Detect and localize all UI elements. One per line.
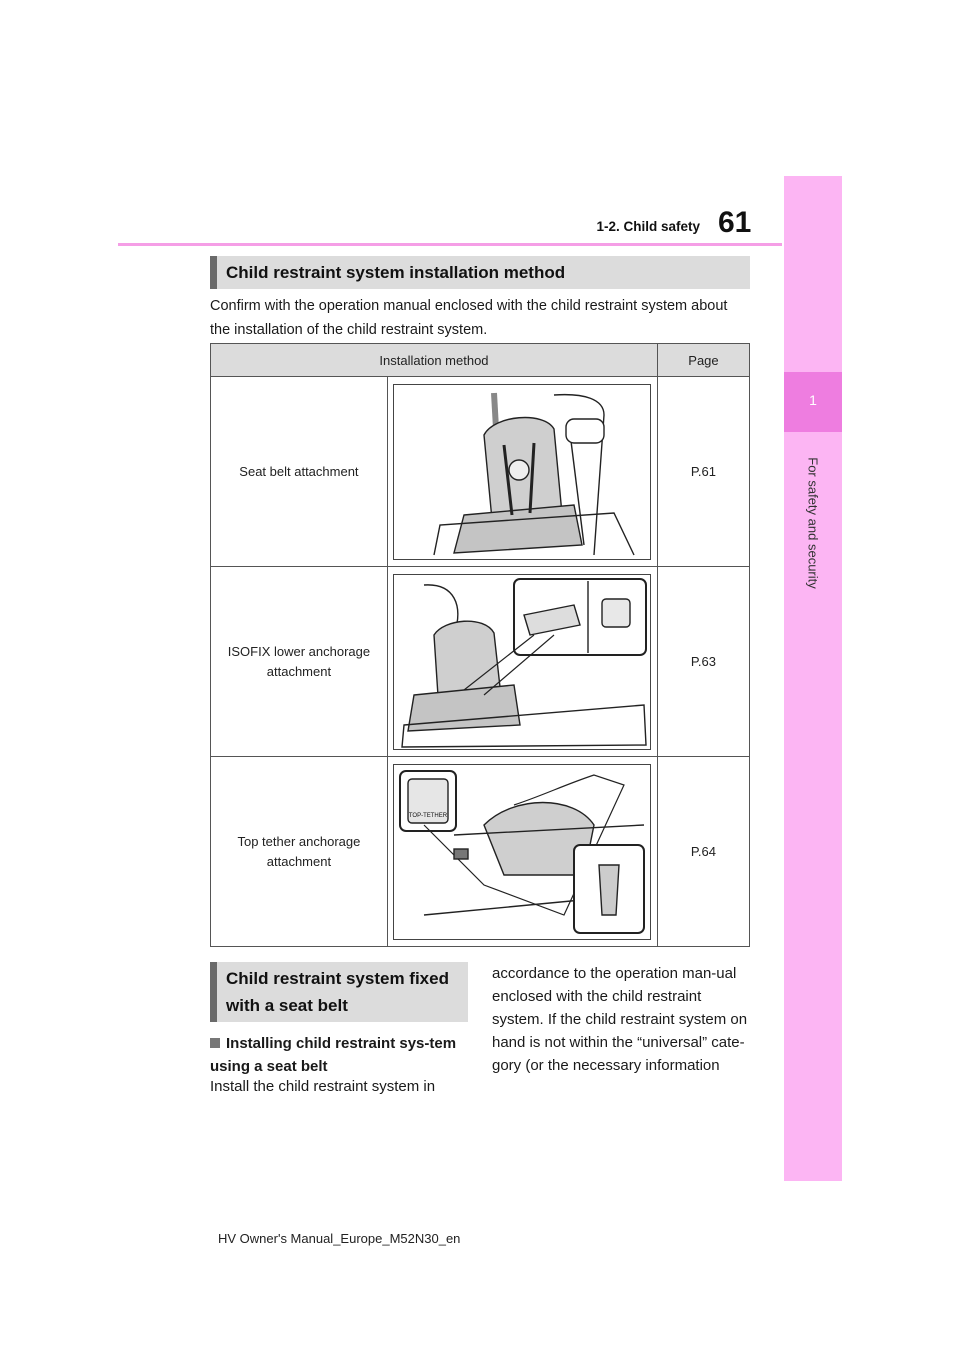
table-row: Top tether anchorage attachment — [210, 756, 751, 947]
table-row: ISOFIX lower anchorage attachment — [210, 566, 751, 757]
column-header-method: Installation method — [210, 343, 658, 377]
installation-method-table: Installation method Page Seat belt attac… — [210, 343, 751, 947]
chapter-tab-active[interactable] — [784, 372, 842, 432]
seat-belt-attachment-illustration — [393, 383, 652, 560]
manual-footer: HV Owner's Manual_Europe_M52N30_en — [218, 1231, 461, 1246]
square-bullet-icon — [210, 1038, 220, 1048]
chapter-title: For safety and security — [805, 457, 821, 589]
chapter-tab — [784, 176, 842, 1181]
isofix-attachment-illustration — [393, 573, 652, 750]
method-cell: Seat belt attachment — [210, 376, 388, 567]
body-text-left: Install the child restraint system in — [210, 1078, 436, 1095]
heading-text: Child restraint system fixed with a seat… — [226, 969, 449, 1015]
section-label: 1-2. Child safety — [596, 219, 700, 234]
section-heading-seat-belt: Child restraint system fixed with a seat… — [210, 962, 468, 1022]
page-cell: P.61 — [656, 376, 751, 567]
top-tether-label: TOP-TETHER — [409, 813, 448, 819]
body-text-right: accordance to the operation man-ual encl… — [492, 965, 748, 1074]
page-cell: P.64 — [656, 756, 751, 947]
header-rule — [118, 243, 782, 246]
heading-bar — [210, 962, 217, 1022]
page-cell: P.63 — [656, 566, 751, 757]
chapter-number: 1 — [809, 392, 817, 408]
page-number: 61 — [718, 206, 752, 239]
method-cell: ISOFIX lower anchorage attachment — [210, 566, 388, 757]
heading-text: Child restraint system installation meth… — [226, 263, 566, 282]
heading-bar — [210, 256, 217, 289]
method-cell: Top tether anchorage attachment — [210, 756, 388, 947]
subheading: Installing child restraint sys-tem using… — [210, 1032, 472, 1078]
subheading-text: Installing child restraint sys-tem using… — [210, 1035, 457, 1075]
column-header-page: Page — [656, 343, 751, 377]
intro-paragraph: Confirm with the operation manual enclos… — [210, 298, 728, 338]
table-row: Seat belt attachment — [210, 376, 751, 567]
top-tether-attachment-illustration: TOP-TETHER — [393, 763, 652, 940]
section-heading-installation-method: Child restraint system installation meth… — [210, 256, 750, 289]
